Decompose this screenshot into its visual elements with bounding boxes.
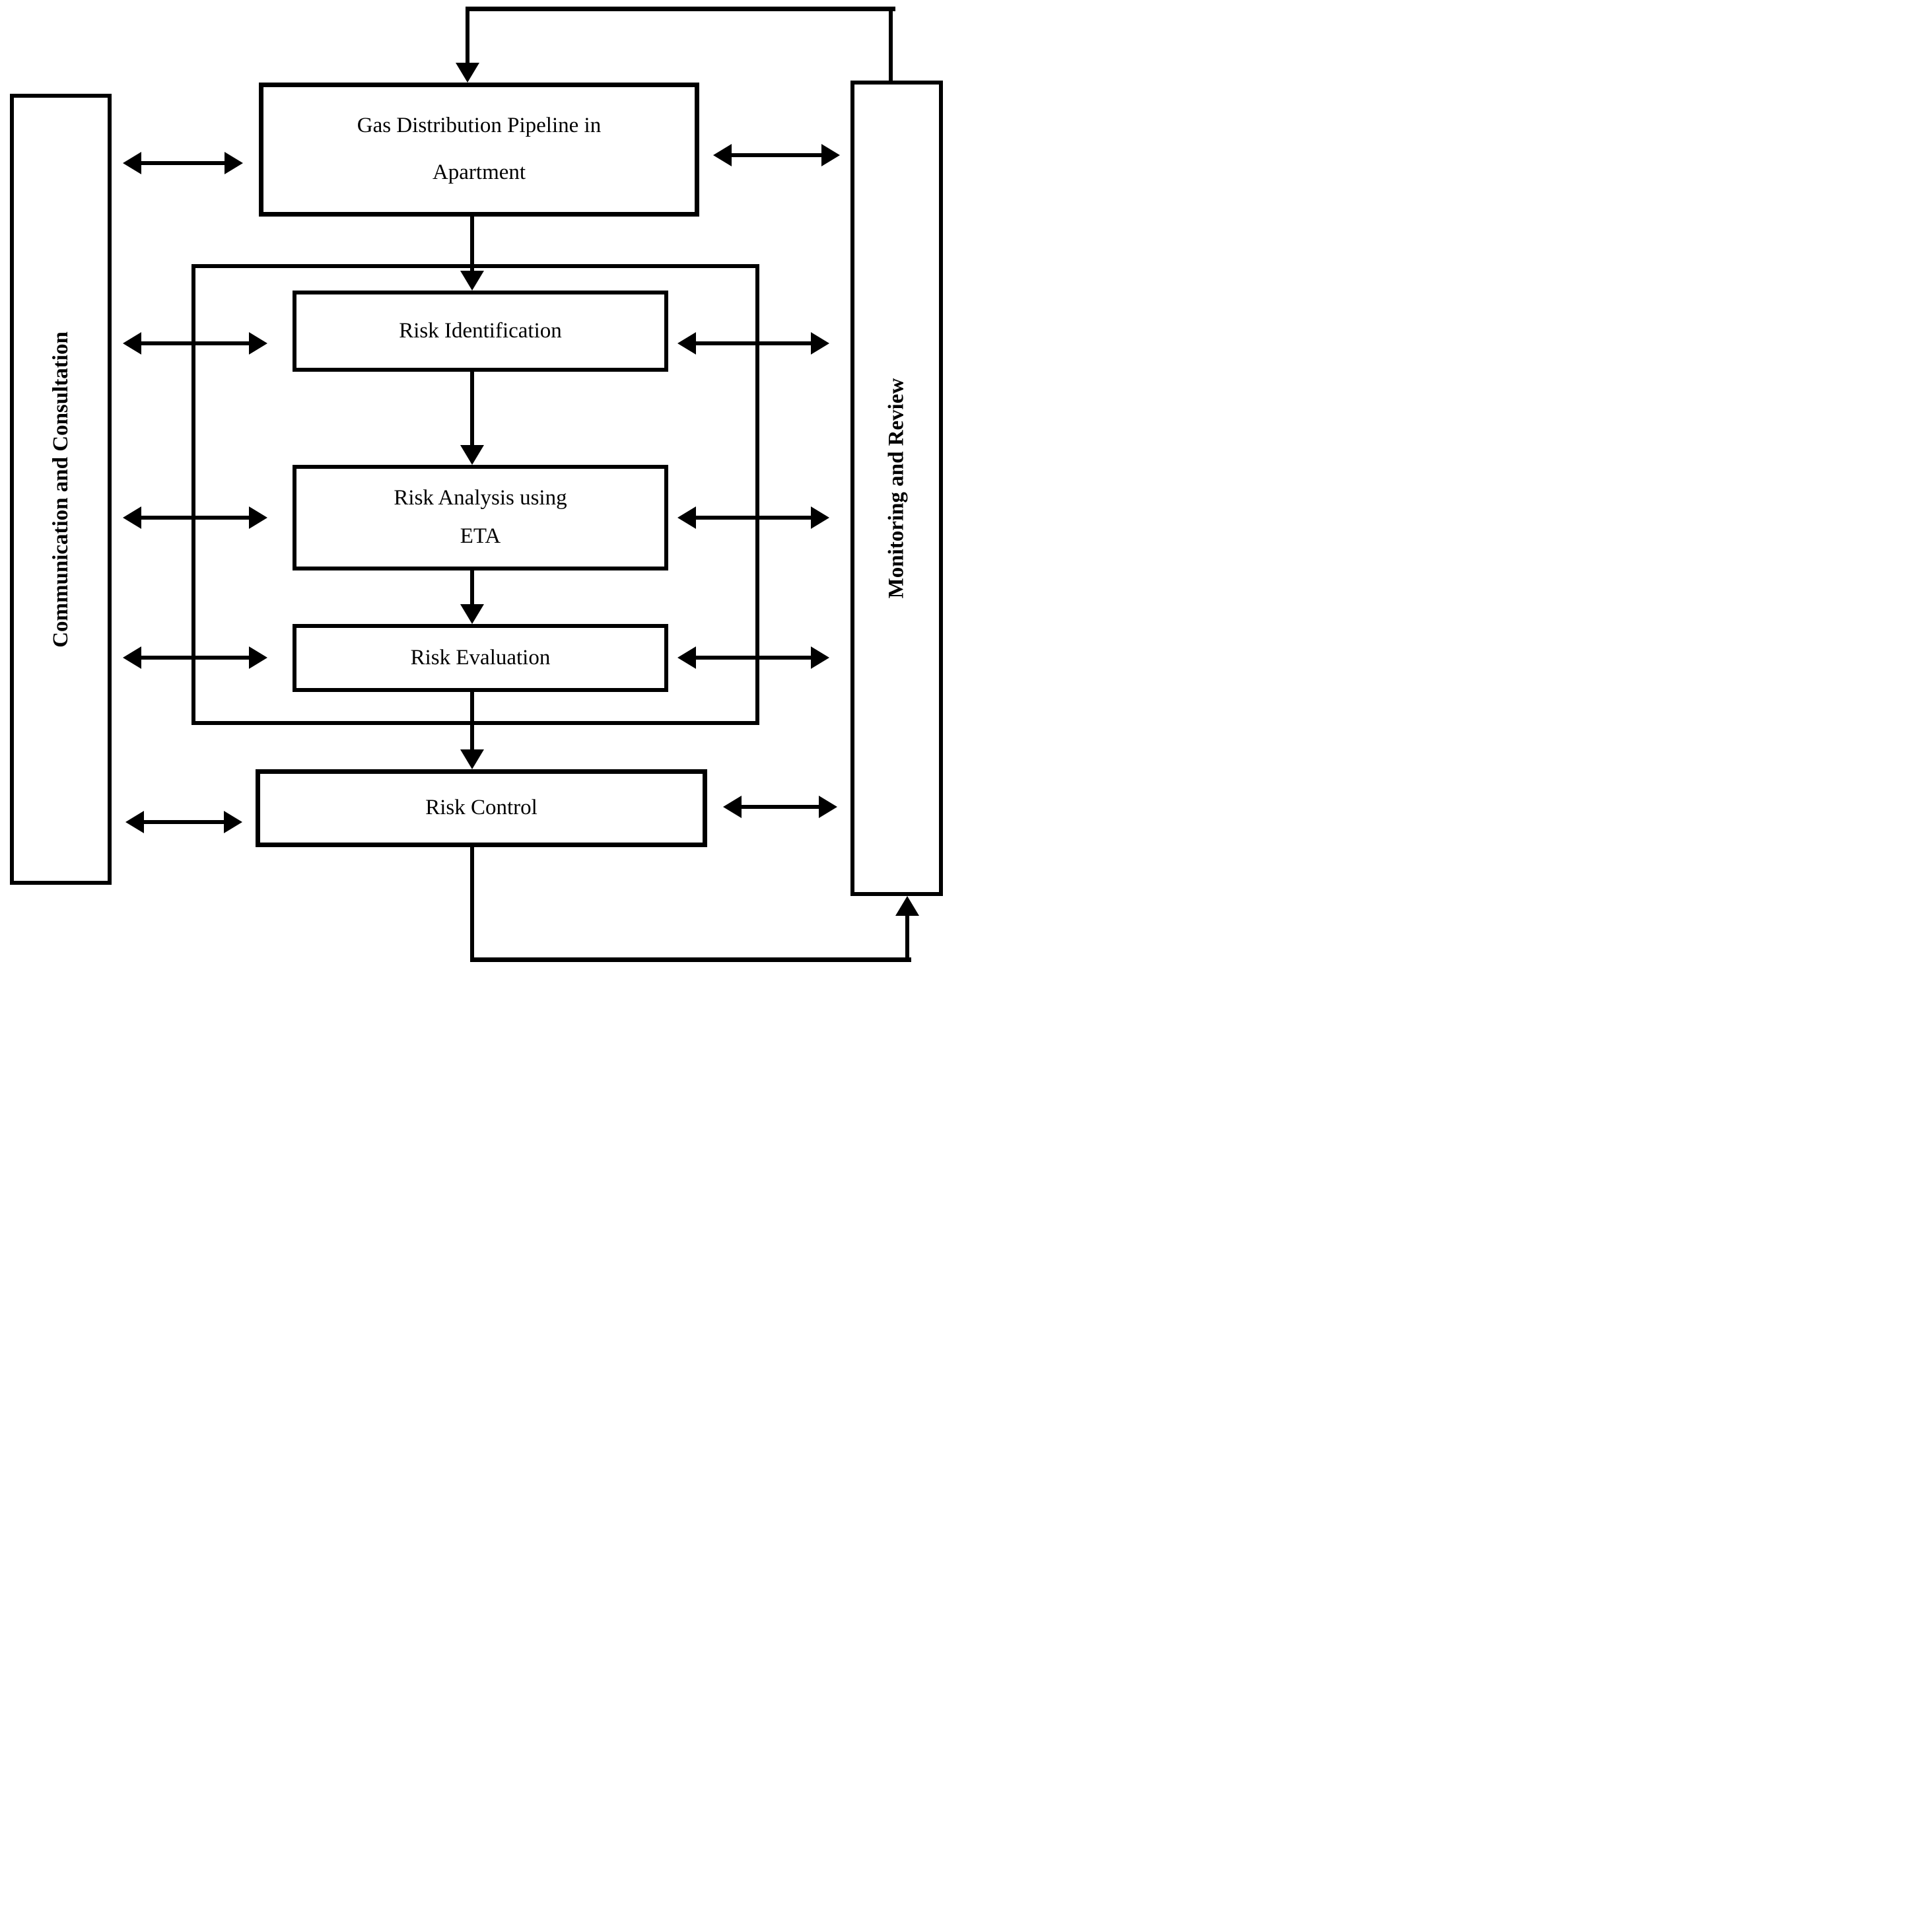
arrow-gas-to-risk-identification — [460, 217, 484, 291]
arrowhead-left-icon — [677, 646, 696, 669]
double-arrow-communication-identification — [123, 332, 267, 355]
arrow-shaft — [470, 570, 474, 604]
arrowhead-down-icon — [460, 604, 484, 624]
arrowhead-right-icon — [225, 152, 243, 174]
arrowhead-down-icon — [460, 271, 484, 291]
risk-evaluation-box: Risk Evaluation — [293, 624, 668, 692]
risk-analysis-box: Risk Analysis using ETA — [293, 465, 668, 570]
flowchart-canvas: Communication and Consultation Monitorin… — [0, 0, 952, 966]
double-arrow-evaluation-monitoring — [677, 646, 829, 669]
arrowhead-down-icon — [456, 63, 479, 83]
double-arrow-control-monitoring — [723, 796, 837, 818]
double-arrow-communication-analysis — [123, 506, 267, 529]
arrowhead-left-icon — [677, 332, 696, 355]
arrow-shaft — [470, 692, 474, 749]
arrowhead-down-icon — [460, 445, 484, 465]
risk-analysis-label-line1: Risk Analysis using — [394, 485, 567, 510]
arrowhead-up-icon — [895, 896, 919, 916]
risk-assessment-container — [191, 264, 759, 725]
arrowhead-right-icon — [224, 811, 242, 833]
arrowhead-left-icon — [123, 506, 141, 529]
arrowhead-right-icon — [249, 646, 267, 669]
gas-pipeline-label-line1: Gas Distribution Pipeline in — [357, 114, 602, 138]
arrowhead-left-icon — [713, 144, 732, 166]
double-arrow-gas-monitoring — [713, 144, 840, 166]
double-arrow-identification-monitoring — [677, 332, 829, 355]
risk-control-box: Risk Control — [256, 769, 707, 847]
arrowhead-left-icon — [123, 332, 141, 355]
arrowhead-right-icon — [821, 144, 840, 166]
monitoring-and-review-box: Monitoring and Review — [850, 81, 943, 896]
arrow-shaft — [141, 161, 225, 165]
arrowhead-left-icon — [723, 796, 742, 818]
arrowhead-right-icon — [819, 796, 837, 818]
arrowhead-right-icon — [249, 506, 267, 529]
arrow-shaft — [905, 916, 909, 962]
arrow-shaft — [141, 341, 249, 345]
arrow-shaft — [144, 820, 224, 824]
arrow-evaluation-to-control — [460, 692, 484, 769]
risk-analysis-label-line2: ETA — [460, 524, 501, 549]
arrowhead-left-icon — [123, 646, 141, 669]
arrow-shaft — [696, 656, 811, 660]
arrowhead-left-icon — [677, 506, 696, 529]
arrow-top-into-gas-box — [456, 8, 479, 83]
risk-control-label: Risk Control — [425, 796, 537, 820]
arrowhead-left-icon — [125, 811, 144, 833]
arrow-bottom-into-monitoring-box — [895, 896, 919, 962]
communication-and-consultation-label: Communication and Consultation — [48, 331, 73, 648]
arrow-shaft — [141, 656, 249, 660]
arrow-shaft — [696, 341, 811, 345]
arrow-shaft — [742, 805, 819, 809]
arrow-shaft — [470, 217, 474, 271]
risk-identification-box: Risk Identification — [293, 291, 668, 372]
gas-pipeline-label-line2: Apartment — [432, 160, 526, 185]
arrow-shaft — [470, 372, 474, 445]
top-feedback-right-drop — [889, 7, 893, 85]
arrowhead-left-icon — [123, 152, 141, 174]
risk-identification-label: Risk Identification — [399, 318, 562, 343]
bottom-feedback-line — [470, 957, 911, 962]
gas-pipeline-box: Gas Distribution Pipeline in Apartment — [259, 83, 699, 217]
communication-and-consultation-box: Communication and Consultation — [10, 94, 112, 885]
arrowhead-right-icon — [811, 646, 829, 669]
monitoring-and-review-label: Monitoring and Review — [884, 378, 909, 599]
double-arrow-communication-evaluation — [123, 646, 267, 669]
arrowhead-right-icon — [811, 332, 829, 355]
arrowhead-down-icon — [460, 749, 484, 769]
bottom-feedback-left-drop — [470, 847, 474, 962]
double-arrow-analysis-monitoring — [677, 506, 829, 529]
arrow-analysis-to-evaluation — [460, 570, 484, 624]
arrow-shaft — [732, 153, 821, 157]
double-arrow-communication-control — [125, 811, 242, 833]
arrowhead-right-icon — [249, 332, 267, 355]
top-feedback-line — [466, 7, 895, 11]
arrow-shaft — [696, 516, 811, 520]
arrow-shaft — [141, 516, 249, 520]
arrow-identification-to-analysis — [460, 372, 484, 465]
arrowhead-right-icon — [811, 506, 829, 529]
arrow-shaft — [466, 8, 469, 63]
double-arrow-communication-gas — [123, 152, 243, 174]
risk-evaluation-label: Risk Evaluation — [410, 645, 551, 670]
